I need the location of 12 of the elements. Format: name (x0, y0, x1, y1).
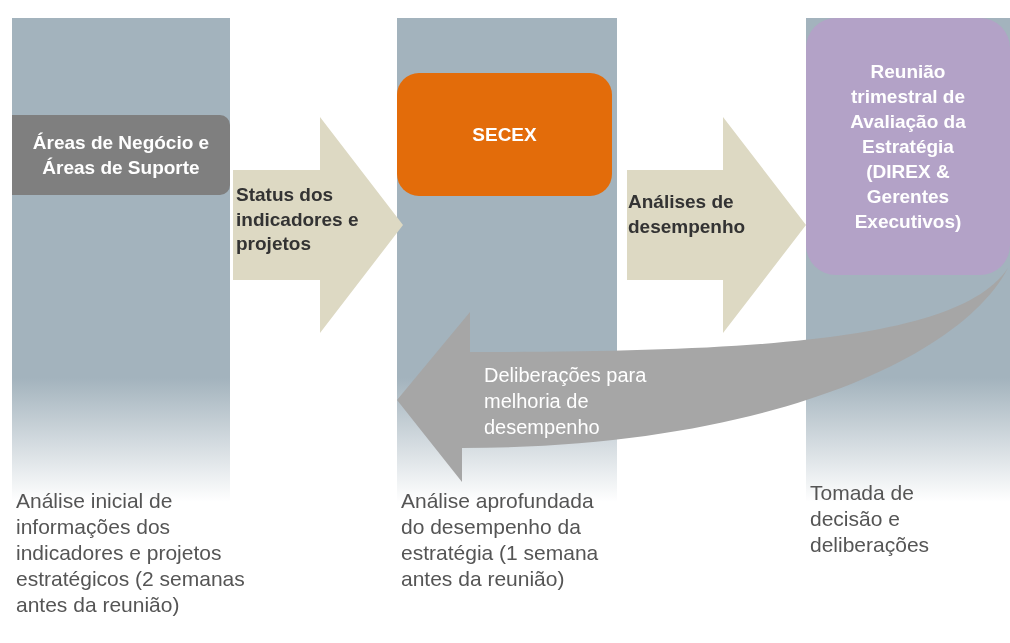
column-caption: Análise aprofundada do desempenho da estratégia (1 semana antes da reunião) (401, 488, 600, 592)
block-arrow (233, 117, 403, 333)
process-box: Áreas de Negócio e Áreas de Suporte (12, 115, 230, 195)
process-box: SECEX (397, 73, 612, 196)
block-arrow (397, 268, 1008, 482)
column-caption: Tomada de decisão e deliberações (810, 480, 931, 558)
column-caption: Análise inicial de informações dos indicadores e projetos estratégicos (2 semanas antes da reunião) (16, 488, 246, 618)
process-box: Reunião trimestral de Avaliação da Estratégia (DIREX & Gerentes Executivos) (806, 18, 1010, 275)
edge-label: Status dos indicadores e projetos (236, 183, 360, 257)
edge-label: Análises de desempenho (628, 190, 747, 239)
edge-label: Deliberações para melhoria de desempenho (484, 363, 648, 440)
block-arrow (627, 117, 806, 333)
